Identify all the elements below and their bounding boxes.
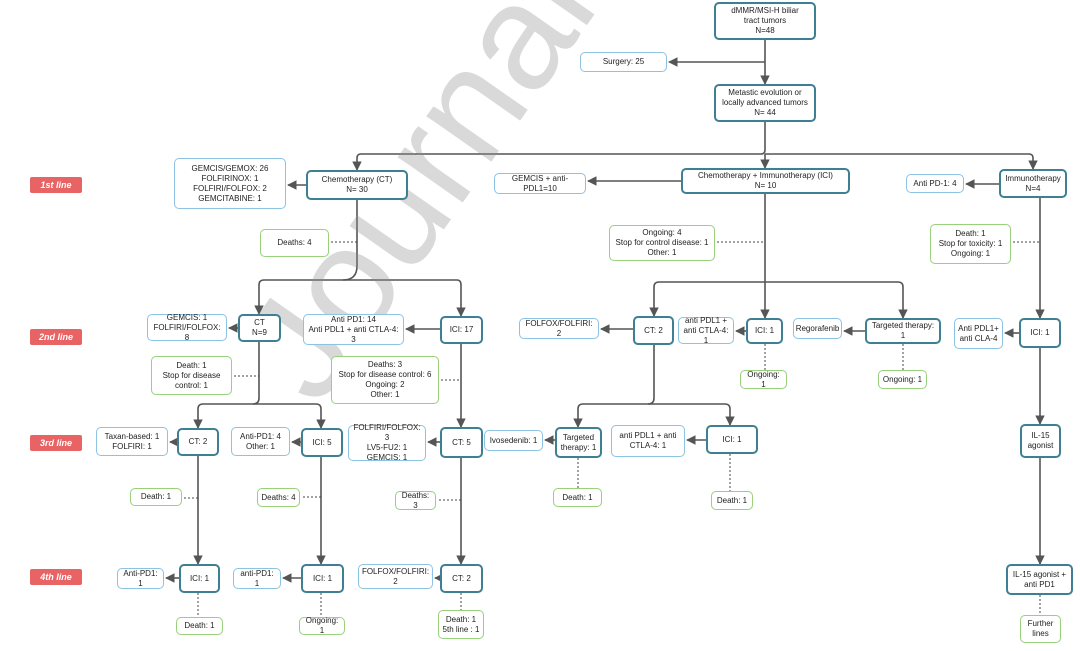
connector-arrow-5 [765, 153, 1038, 170]
line-label-4: 4th line [30, 569, 82, 585]
node-ici2-a-regimens: Anti PD1: 14 Anti PDL1 + anti CTLA-4: 3 [303, 314, 404, 345]
node-ici4-a-regimen: Anti-PD1: 1 [117, 568, 164, 589]
node-il15-pd1: IL-15 agonist + anti PD1 [1006, 564, 1073, 595]
node-ici4-b-status: Ongoing: 1 [299, 616, 345, 635]
connector-arrow-22 [253, 403, 326, 429]
line-label-3: 3rd line [30, 435, 82, 451]
connector-arrow-3 [352, 122, 766, 171]
connector-arrow-21 [193, 342, 260, 429]
connector-arrow-10 [343, 279, 466, 317]
node-il15: IL-15 agonist [1020, 424, 1061, 458]
node-ici2-b: ICI: 1 [746, 318, 783, 344]
node-ct3-a-status: Death: 1 [130, 488, 182, 506]
node-ici3-b: ICI: 1 [706, 425, 758, 454]
node-ici2-b-status: Ongoing: 1 [740, 370, 787, 389]
node-ici2-c: ICI: 1 [1019, 318, 1061, 348]
node-ici4-b-regimen: anti-PD1: 1 [233, 568, 281, 589]
node-gemcis-pdl1: GEMCIS + anti-PDL1=10 [494, 173, 586, 194]
node-ct3-b: CT: 5 [440, 427, 483, 458]
connector-arrow-9 [254, 200, 358, 315]
node-ici4-a: ICI: 1 [179, 564, 220, 593]
node-ct3-b-status: Deaths: 3 [395, 491, 436, 510]
node-chemoimmuno-status: Ongoing: 4 Stop for control disease: 1 O… [609, 225, 715, 261]
node-ici2-a: ICI: 17 [440, 316, 483, 344]
node-ici4-b: ICI: 1 [301, 564, 344, 593]
node-ici3-a-status: Deaths: 4 [257, 488, 300, 507]
node-targeted2-status: Ongoing: 1 [878, 370, 927, 389]
node-targeted3: Targeted therapy: 1 [555, 427, 602, 458]
node-ici3-b-status: Death: 1 [711, 491, 753, 510]
node-ct2-a: CT N=9 [238, 314, 281, 342]
node-targeted3-status: Death: 1 [553, 488, 602, 507]
node-targeted2-regimen: Regorafenib [793, 318, 842, 339]
node-ct2-b-regimen: FOLFOX/FOLFIRI: 2 [519, 318, 599, 339]
connector-arrow-24 [573, 345, 655, 428]
node-further: Further lines [1020, 615, 1061, 643]
node-ct4-regimen: FOLFOX/FOLFIRI: 2 [358, 564, 433, 589]
node-immuno: Immunotherapy N=4 [999, 169, 1067, 198]
node-targeted2: Targeted therapy: 1 [865, 318, 941, 344]
node-ici3-a-regimens: Anti-PD1: 4 Other: 1 [231, 427, 290, 456]
node-immuno-regimen: Anti PD-1: 4 [906, 174, 964, 193]
node-ct4-status: Death: 1 5th line : 1 [438, 610, 484, 639]
node-surgery: Surgery: 25 [580, 52, 667, 72]
node-immuno-status: Death: 1 Stop for toxicity: 1 Ongoing: 1 [930, 224, 1011, 264]
node-root: dMMR/MSI-H biliar tract tumors N=48 [714, 2, 816, 40]
node-ct2-a-status: Death: 1 Stop for disease control: 1 [151, 356, 232, 395]
node-ct1: Chemotherapy (CT) N= 30 [306, 170, 408, 200]
node-ici3-b-regimen: anti PDL1 + anti CTLA-4: 1 [611, 425, 685, 457]
connector-arrow-25 [648, 403, 735, 426]
node-targeted3-regimen: Ivosedenib: 1 [484, 430, 543, 451]
node-ct2-b: CT: 2 [633, 316, 674, 345]
node-ct3-b-regimens: FOLFIRI/FOLFOX: 3 LV5-FU2: 1 GEMCIS: 1 [348, 423, 426, 462]
node-ct3-a-regimens: Taxan-based: 1 FOLFIRI: 1 [96, 427, 168, 456]
line-label-2: 2nd line [30, 329, 82, 345]
node-metastatic: Metastic evolution or locally advanced t… [714, 84, 816, 122]
connector-arrow-15 [765, 281, 908, 319]
node-ici2-c-regimen: Anti PDL1+ anti CLA-4 [954, 318, 1003, 349]
node-ici2-a-status: Deaths: 3 Stop for disease control: 6 On… [331, 356, 439, 404]
node-ici3-a: ICI: 5 [301, 428, 343, 457]
node-ici2-b-regimen: anti PDL1 + anti CTLA-4: 1 [678, 316, 734, 345]
node-chemoimmuno: Chemotherapy + Immunotherapy (ICI) N= 10 [681, 168, 850, 194]
line-label-1: 1st line [30, 177, 82, 193]
node-ct3-a: CT: 2 [177, 428, 219, 456]
node-ct4: CT: 2 [440, 564, 483, 593]
node-ct1-deaths: Deaths: 4 [260, 229, 329, 257]
node-ct1-regimens: GEMCIS/GEMOX: 26 FOLFIRINOX: 1 FOLFIRI/F… [174, 158, 286, 209]
connector-arrow-14 [649, 281, 765, 317]
node-ct2-a-regimens: GEMCIS: 1 FOLFIRI/FOLFOX: 8 [147, 313, 227, 342]
node-ici4-a-status: Death: 1 [176, 617, 223, 635]
